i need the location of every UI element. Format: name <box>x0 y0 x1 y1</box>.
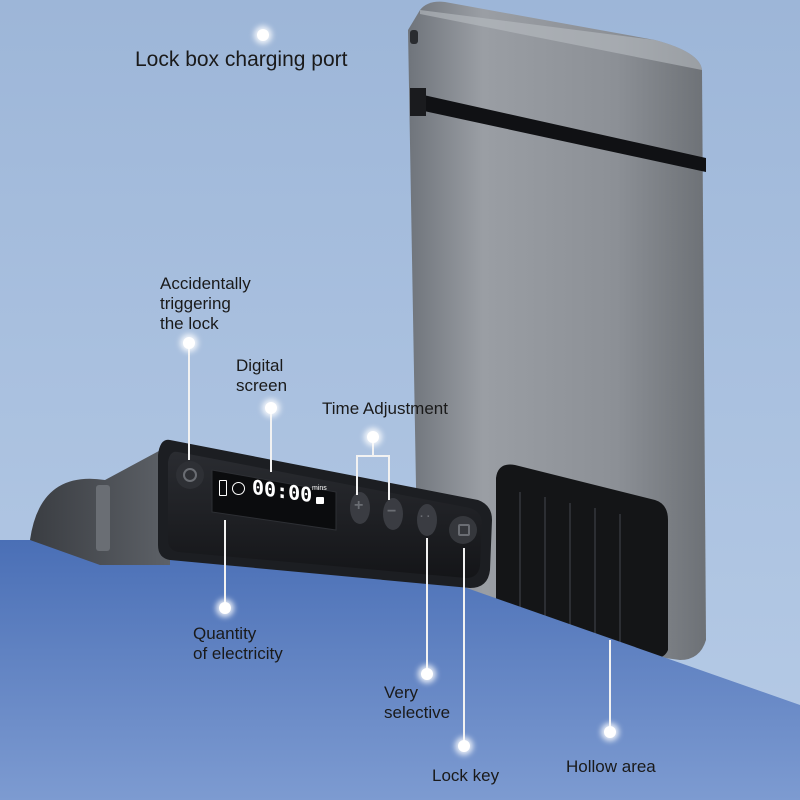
label-time-adjustment: Time Adjustment <box>322 399 448 418</box>
plus-button: + <box>354 497 364 514</box>
line-lock-key <box>463 548 465 746</box>
hollow-area <box>496 464 668 659</box>
label-quantity-electricity: Quantity of electricity <box>193 624 283 663</box>
line-trigger <box>188 343 190 460</box>
dot-time <box>367 431 379 443</box>
lock-box-band <box>410 92 706 172</box>
lock-box-top-edge <box>420 10 702 70</box>
dot-selective <box>421 668 433 680</box>
select-button-shape <box>417 504 437 536</box>
dot-electricity <box>219 602 231 614</box>
lock-icon <box>316 497 324 504</box>
charging-port <box>410 30 418 44</box>
line-electricity <box>224 520 226 608</box>
unlock-icon <box>458 524 470 536</box>
dot-charging-port <box>257 29 269 41</box>
line-time-horizontal <box>356 455 390 457</box>
label-lock-key: Lock key <box>432 766 500 785</box>
plus-button-shape <box>350 492 370 524</box>
label-digital-screen: Digital screen <box>236 356 288 395</box>
dot-trigger <box>183 337 195 349</box>
dot-lock-key <box>458 740 470 752</box>
floor-surface <box>0 540 800 800</box>
select-button: · · <box>420 511 431 523</box>
timer-cap-clip <box>96 485 110 551</box>
dot-screen <box>265 402 277 414</box>
label-accidental-trigger: Accidentally triggering the lock <box>160 274 251 333</box>
line-time-left <box>356 455 358 495</box>
label-hollow-area: Hollow area <box>566 757 656 776</box>
screen-unit: mins <box>312 485 327 492</box>
minus-button-shape <box>383 498 403 530</box>
line-time-right <box>388 455 390 500</box>
band-clip <box>410 88 426 116</box>
line-time-vertical <box>372 438 374 456</box>
line-selective <box>426 538 428 674</box>
line-hollow <box>609 640 611 732</box>
hollow-ribs <box>519 492 621 653</box>
minus-button: − <box>387 503 397 520</box>
battery-icon <box>219 480 227 496</box>
label-charging-port: Lock box charging port <box>135 48 348 71</box>
lock-key-button <box>449 516 477 544</box>
label-very-selective: Very selective <box>384 683 451 722</box>
dot-hollow <box>604 726 616 738</box>
power-icon <box>183 468 197 482</box>
line-screen <box>270 408 272 472</box>
face-icon <box>232 482 245 495</box>
